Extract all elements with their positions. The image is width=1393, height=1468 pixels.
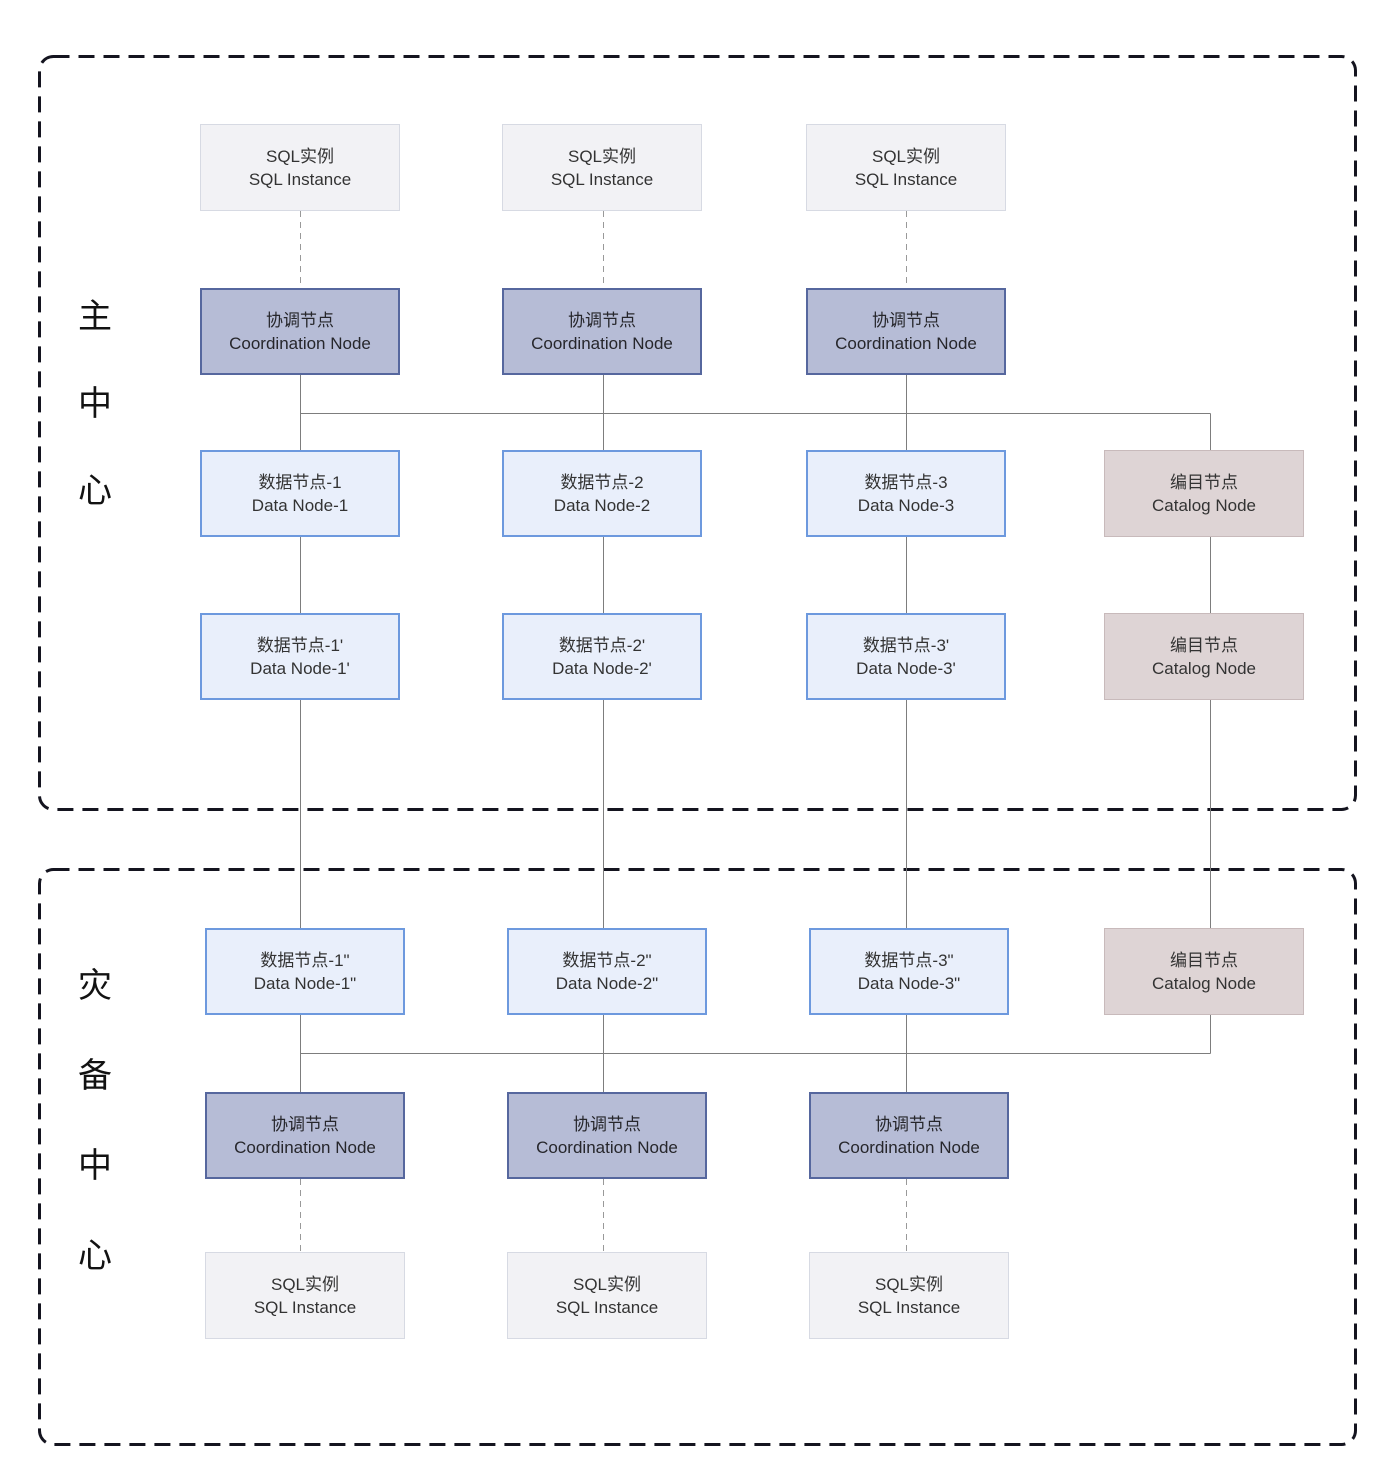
node-label-en: Data Node-2" [555, 973, 659, 993]
main-sql-instance-1: SQL实例 SQL Instance [200, 124, 400, 211]
main-coordination-node-3: 协调节点 Coordination Node [806, 288, 1006, 375]
main-catalog-node-1: 编目节点 Catalog Node [1104, 450, 1304, 537]
node-label-zh: SQL实例 [874, 1274, 944, 1294]
dr-catalog-node: 编目节点 Catalog Node [1104, 928, 1304, 1015]
dr-center-region-border [38, 868, 1357, 1446]
main-data-node-2: 数据节点-2 Data Node-2 [502, 450, 702, 537]
node-label-en: Coordination Node [229, 333, 371, 353]
node-label-en: Data Node-1' [250, 658, 350, 678]
node-label-zh: 数据节点-1' [256, 635, 344, 655]
main-center-label: 主 中 心 [75, 299, 115, 509]
node-label-en: Data Node-3" [857, 973, 961, 993]
node-label-en: Catalog Node [1152, 973, 1256, 993]
node-label-en: Data Node-2' [552, 658, 652, 678]
node-label-zh: 编目节点 [1170, 472, 1238, 492]
dr-center-label-char: 灾 [78, 967, 112, 1005]
node-label-zh: SQL实例 [871, 146, 941, 166]
node-label-en: Coordination Node [234, 1137, 376, 1157]
node-label-en: Data Node-3' [856, 658, 956, 678]
dr-sql-instance-3: SQL实例 SQL Instance [809, 1252, 1009, 1339]
main-data-node-1-prime: 数据节点-1' Data Node-1' [200, 613, 400, 700]
node-label-zh: 编目节点 [1170, 950, 1238, 970]
node-label-zh: 数据节点-3" [864, 950, 954, 970]
node-label-en: Data Node-1" [253, 973, 357, 993]
dr-coordination-node-3: 协调节点 Coordination Node [809, 1092, 1009, 1179]
main-sql-instance-2: SQL实例 SQL Instance [502, 124, 702, 211]
node-label-zh: 协调节点 [872, 310, 940, 330]
node-label-zh: 数据节点-2' [558, 635, 646, 655]
node-label-en: Data Node-1 [251, 495, 349, 515]
dr-coordination-node-1: 协调节点 Coordination Node [205, 1092, 405, 1179]
dr-center-label: 灾 备 中 心 [75, 968, 115, 1274]
node-label-en: Coordination Node [536, 1137, 678, 1157]
node-label-en: SQL Instance [555, 1297, 659, 1317]
dr-coordination-node-2: 协调节点 Coordination Node [507, 1092, 707, 1179]
dr-center-label-char: 备 [78, 1057, 112, 1095]
node-label-zh: 协调节点 [271, 1114, 339, 1134]
dr-center-label-char: 中 [78, 1147, 112, 1185]
main-center-label-char: 中 [78, 385, 112, 423]
node-label-en: Catalog Node [1152, 658, 1256, 678]
node-label-zh: SQL实例 [572, 1274, 642, 1294]
node-label-en: Catalog Node [1152, 495, 1256, 515]
main-center-label-char: 心 [78, 472, 112, 510]
main-coordination-node-2: 协调节点 Coordination Node [502, 288, 702, 375]
node-label-zh: 协调节点 [568, 310, 636, 330]
main-sql-instance-3: SQL实例 SQL Instance [806, 124, 1006, 211]
node-label-zh: 协调节点 [266, 310, 334, 330]
dr-sql-instance-1: SQL实例 SQL Instance [205, 1252, 405, 1339]
dashed-connector-lines [300, 211, 907, 1252]
main-data-node-1: 数据节点-1 Data Node-1 [200, 450, 400, 537]
node-label-en: Data Node-2 [553, 495, 651, 515]
node-label-zh: SQL实例 [567, 146, 637, 166]
node-label-en: Coordination Node [531, 333, 673, 353]
main-coordination-node-1: 协调节点 Coordination Node [200, 288, 400, 375]
node-label-zh: 数据节点-1 [258, 472, 342, 492]
node-label-en: Coordination Node [838, 1137, 980, 1157]
node-label-en: Data Node-3 [857, 495, 955, 515]
node-label-en: SQL Instance [253, 1297, 357, 1317]
node-label-zh: 编目节点 [1170, 635, 1238, 655]
main-catalog-node-2: 编目节点 Catalog Node [1104, 613, 1304, 700]
node-label-zh: 协调节点 [875, 1114, 943, 1134]
dr-data-node-3: 数据节点-3" Data Node-3" [809, 928, 1009, 1015]
node-label-en: SQL Instance [857, 1297, 961, 1317]
dr-center-label-char: 心 [78, 1237, 112, 1275]
node-label-en: SQL Instance [854, 169, 958, 189]
node-label-zh: SQL实例 [270, 1274, 340, 1294]
node-label-zh: 数据节点-1" [260, 950, 350, 970]
node-label-zh: SQL实例 [265, 146, 335, 166]
dr-data-node-1: 数据节点-1" Data Node-1" [205, 928, 405, 1015]
node-label-zh: 数据节点-3 [864, 472, 948, 492]
node-label-en: SQL Instance [550, 169, 654, 189]
node-label-en: Coordination Node [835, 333, 977, 353]
node-label-zh: 数据节点-3' [862, 635, 950, 655]
main-data-node-3: 数据节点-3 Data Node-3 [806, 450, 1006, 537]
node-label-zh: 协调节点 [573, 1114, 641, 1134]
main-data-node-2-prime: 数据节点-2' Data Node-2' [502, 613, 702, 700]
node-label-en: SQL Instance [248, 169, 352, 189]
dr-data-node-2: 数据节点-2" Data Node-2" [507, 928, 707, 1015]
dr-sql-instance-2: SQL实例 SQL Instance [507, 1252, 707, 1339]
main-data-node-3-prime: 数据节点-3' Data Node-3' [806, 613, 1006, 700]
solid-connector-lines [300, 375, 1211, 1092]
main-center-label-char: 主 [78, 298, 112, 336]
main-center-region-border [38, 55, 1357, 811]
node-label-zh: 数据节点-2 [560, 472, 644, 492]
node-label-zh: 数据节点-2" [562, 950, 652, 970]
